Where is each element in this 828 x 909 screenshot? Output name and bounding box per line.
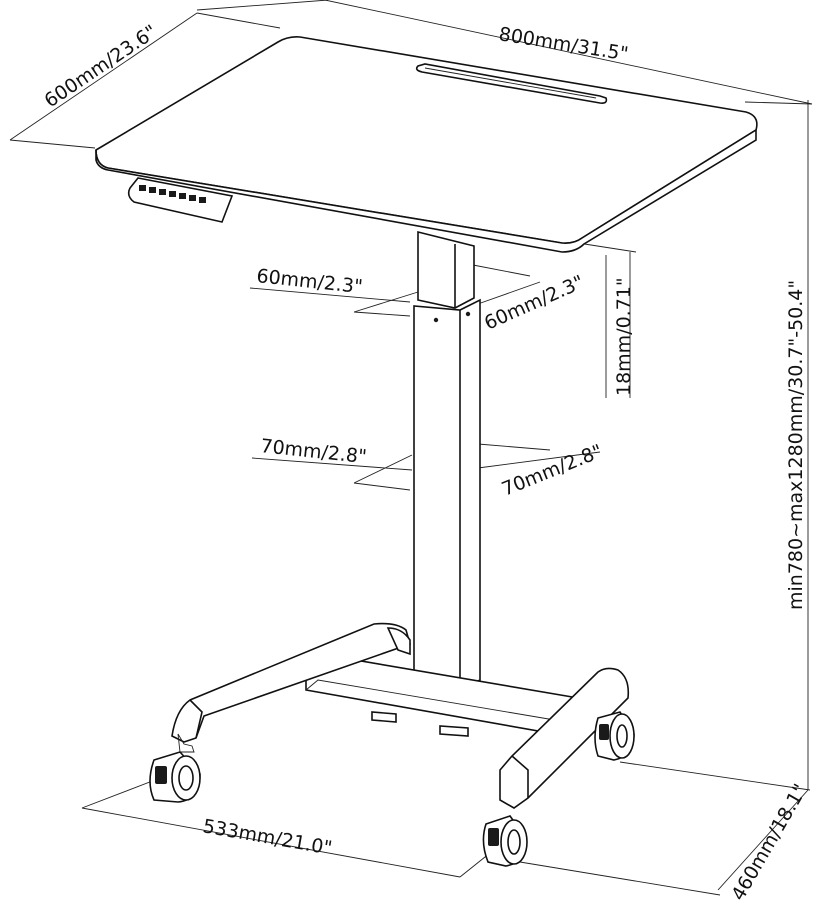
dimension-guides	[9, 0, 813, 896]
depth-label: 600mm/23.6"	[40, 21, 161, 112]
desk-top	[95, 36, 758, 253]
caster-front-right	[482, 815, 528, 867]
height-range-label: min780~max1280mm/30.7"-50.4"	[785, 280, 807, 610]
upper-column-right-label: 60mm/2.3"	[481, 271, 587, 334]
control-buttons	[139, 185, 206, 203]
caster-front-left	[149, 751, 201, 803]
column	[413, 230, 481, 691]
lower-column-right-label: 70mm/2.8"	[499, 440, 606, 500]
control-panel	[127, 177, 234, 223]
caster-back-left	[386, 627, 411, 656]
caster-back-right	[594, 711, 635, 761]
width-label: 800mm/31.5"	[497, 23, 630, 65]
base	[171, 622, 630, 809]
top-thickness-label: 18mm/0.71"	[613, 277, 635, 396]
lower-column-left-label: 70mm/2.8"	[259, 435, 367, 468]
base-depth-label: 460mm/18.1"	[727, 780, 811, 904]
base-width-label: 533mm/21.0"	[201, 815, 334, 859]
